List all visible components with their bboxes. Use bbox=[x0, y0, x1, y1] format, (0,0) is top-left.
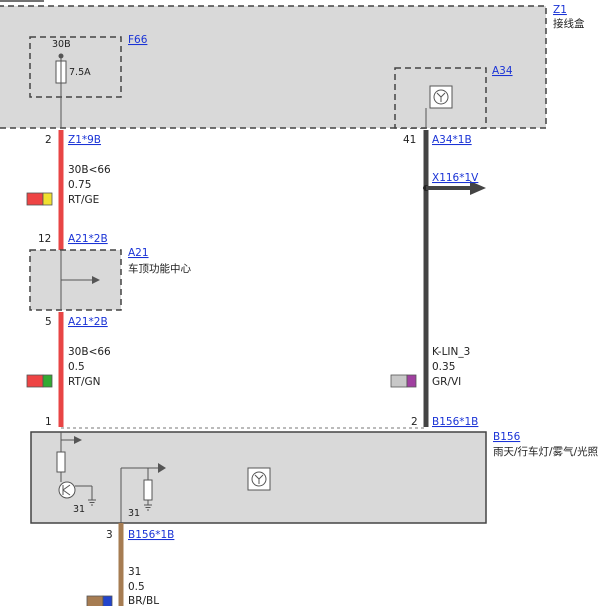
w2-circuit: 30B<66 bbox=[68, 346, 111, 358]
x116-arrow-icon bbox=[470, 181, 486, 195]
w2-color-swatch-stripe bbox=[42, 374, 53, 388]
w4-color-swatch-main bbox=[86, 595, 104, 606]
a21-id-label[interactable]: A21 bbox=[128, 247, 149, 259]
a21-name-label: 车顶功能中心 bbox=[128, 262, 191, 275]
a21-arrow-icon bbox=[92, 276, 100, 284]
w2-color-swatch-main bbox=[26, 374, 44, 388]
w4-color-code: BR/BL bbox=[128, 595, 159, 606]
w3-color-code: GR/VI bbox=[432, 376, 461, 388]
b156-ground1-label: 31 bbox=[73, 504, 85, 515]
b156-resistor1 bbox=[56, 451, 66, 473]
z1-9b-pin: 2 bbox=[45, 134, 52, 146]
a34-1b-pin: 41 bbox=[403, 134, 416, 146]
a34-id-label[interactable]: A34 bbox=[492, 65, 513, 77]
f66-terminal-label: 30B bbox=[52, 39, 71, 50]
a21-bottom-label[interactable]: A21*2B bbox=[68, 316, 108, 328]
b156-transistor-icon bbox=[58, 481, 76, 499]
z1-9b-label[interactable]: Z1*9B bbox=[68, 134, 101, 146]
b156-id-label[interactable]: B156 bbox=[493, 431, 521, 443]
b156-ground1-icon bbox=[88, 499, 96, 506]
w1-size: 0.75 bbox=[68, 179, 91, 191]
z1-name-label: 接线盒 bbox=[553, 17, 585, 30]
b156-ground2-label: 31 bbox=[128, 508, 140, 519]
wire-30b-rt-ge[interactable] bbox=[58, 130, 64, 250]
a21-top-pin: 12 bbox=[38, 233, 51, 245]
b156-arrow2-icon bbox=[158, 463, 166, 473]
a21-bottom-pin: 5 bbox=[45, 316, 52, 328]
w4-color-swatch-stripe bbox=[102, 595, 113, 606]
w1-color-code: RT/GE bbox=[68, 194, 99, 206]
w4-size: 0.5 bbox=[128, 581, 145, 593]
b156-resistor2 bbox=[143, 479, 153, 501]
w2-color-code: RT/GN bbox=[68, 376, 100, 388]
b156-ground2-icon bbox=[144, 504, 152, 511]
b156-module-glyph bbox=[254, 474, 264, 484]
a21-module-box[interactable] bbox=[29, 249, 122, 311]
b156-module-circle bbox=[251, 471, 267, 487]
f66-id-label[interactable]: F66 bbox=[128, 34, 148, 46]
a34-transistor-glyph bbox=[436, 92, 446, 102]
b156-1b-bottom-label[interactable]: B156*1B bbox=[128, 529, 174, 541]
w4-circuit: 31 bbox=[128, 566, 141, 578]
w1-color-swatch-stripe bbox=[42, 192, 53, 206]
b156-pin2: 2 bbox=[411, 416, 418, 428]
wire-30b-rt-gn[interactable] bbox=[58, 312, 64, 427]
w3-size: 0.35 bbox=[432, 361, 455, 373]
b156-transistor-glyph bbox=[62, 484, 71, 496]
w1-color-swatch-main bbox=[26, 192, 44, 206]
a34-1b-label[interactable]: A34*1B bbox=[432, 134, 472, 146]
b156-pin1: 1 bbox=[45, 416, 52, 428]
w3-color-swatch-stripe bbox=[406, 374, 417, 388]
wire-31-br-bl[interactable] bbox=[118, 523, 124, 606]
w3-color-swatch-main bbox=[390, 374, 408, 388]
b156-arrow1-icon bbox=[74, 436, 82, 444]
b156-name-label: 雨天/行车灯/雾气/光照 bbox=[493, 445, 599, 458]
wire-k-lin-gr-vi[interactable] bbox=[423, 130, 429, 427]
a21-top-label[interactable]: A21*2B bbox=[68, 233, 108, 245]
a34-transistor-circle bbox=[433, 89, 449, 105]
x116-1v-label[interactable]: X116*1V bbox=[432, 172, 479, 184]
w3-circuit: K-LIN_3 bbox=[432, 346, 470, 358]
w2-size: 0.5 bbox=[68, 361, 85, 373]
f66-fuse-box[interactable] bbox=[29, 36, 122, 98]
w1-circuit: 30B<66 bbox=[68, 164, 111, 176]
b156-1b-top-label[interactable]: B156*1B bbox=[432, 416, 478, 428]
b156-pin3: 3 bbox=[106, 529, 113, 541]
z1-id-label[interactable]: Z1 bbox=[553, 4, 567, 16]
f66-rating-label: 7.5A bbox=[69, 67, 91, 78]
